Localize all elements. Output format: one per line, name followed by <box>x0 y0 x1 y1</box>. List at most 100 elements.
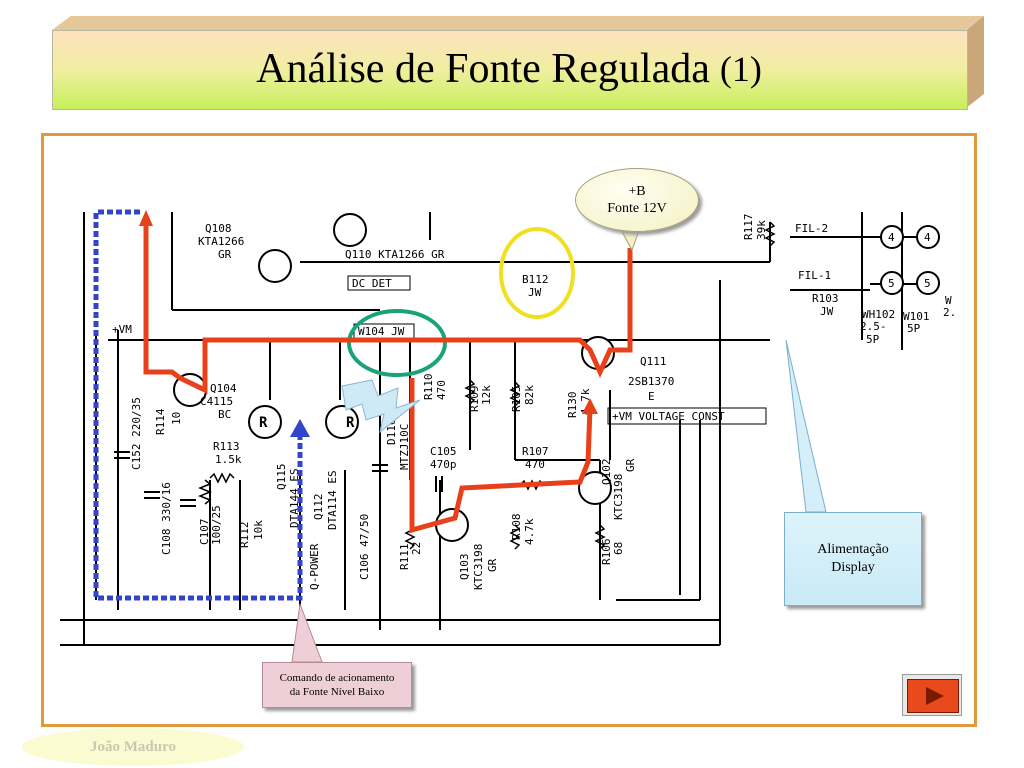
label-q110: Q110 KTA1266 GR <box>345 248 445 261</box>
label-q103: Q103 <box>458 554 471 581</box>
label-r-letter-2: R <box>346 415 355 431</box>
next-slide-button[interactable] <box>902 674 962 716</box>
label-r109: R109 <box>468 386 481 413</box>
label-q102: Q102 <box>600 459 613 486</box>
command-callout-pointer <box>291 603 323 663</box>
label-b112: B112 <box>522 273 549 286</box>
label-c107-val: 100/25 <box>210 505 223 545</box>
label-q111-e: E <box>648 390 655 403</box>
label-q103-gr: GR <box>486 558 499 572</box>
regulator-path-red <box>143 218 633 394</box>
display-callout-line1: Alimentação <box>817 542 889 557</box>
label-r103: R103 <box>812 292 839 305</box>
q112-transistor-icon <box>325 405 359 439</box>
label-q112: Q112 <box>312 494 325 521</box>
b-callout-line2: Fonte 12V <box>607 201 667 216</box>
title-bevel-side <box>966 16 984 108</box>
label-q104: Q104 <box>210 382 237 395</box>
next-button-face <box>907 679 959 713</box>
label-r110-val: 470 <box>435 380 448 400</box>
label-q104-bc: BC <box>218 408 231 421</box>
q102-transistor-icon <box>578 471 612 505</box>
regulator-path-red-lower <box>409 378 593 534</box>
label-vm-const: +VM VOLTAGE CONST <box>612 410 725 423</box>
control-path-blue <box>93 209 303 601</box>
label-r106-val: 68 <box>612 542 625 555</box>
label-r111: R111 <box>398 544 411 571</box>
label-dc-det: DC DET <box>352 277 392 290</box>
label-r105: R105 <box>510 386 523 413</box>
label-r108: R108 <box>510 514 523 541</box>
label-d110-type: MTZJ10C <box>398 424 411 470</box>
schematic-frame <box>41 133 977 727</box>
label-r106: R106 <box>600 539 613 566</box>
author-name: João Maduro <box>90 738 176 755</box>
label-r103-jw: JW <box>820 305 834 318</box>
label-w-right: W <box>945 294 952 307</box>
connectors <box>880 225 940 295</box>
display-callout-pointer <box>785 339 827 513</box>
label-q112-type: DTA114 ES <box>326 470 339 530</box>
label-q111: Q111 <box>640 355 667 368</box>
label-r117-val: 39k <box>755 220 768 240</box>
label-w104: W104 JW <box>358 325 405 338</box>
display-callout: Alimentação Display <box>784 512 922 606</box>
b-fonte-callout: +B Fonte 12V <box>575 168 699 232</box>
schematic-labels: Q108 KTA1266 GR Q110 KTA1266 GR DC DET B… <box>112 214 956 591</box>
label-r109-val: 12k <box>480 385 493 405</box>
label-q104-type: C4115 <box>200 395 233 408</box>
label-r114-val: 10 <box>170 412 183 425</box>
label-r111-val: 22 <box>410 542 423 555</box>
transistors <box>173 213 615 542</box>
label-b112-jw: JW <box>528 286 542 299</box>
q110-transistor-icon <box>333 213 367 247</box>
regulator-arrowhead-right-icon <box>582 398 598 414</box>
author-badge: João Maduro <box>22 728 244 766</box>
control-path-arrowhead-icon <box>290 419 310 437</box>
slide-title-text: Análise de Fonte Regulada <box>256 46 710 92</box>
slide-title-number: (1) <box>719 49 762 89</box>
q108-transistor-icon <box>258 249 292 283</box>
transistor-r-letters: R R <box>259 415 355 431</box>
label-conn-4a: 4 <box>888 231 895 244</box>
command-callout-line2: da Fonte Nível Baixo <box>289 686 385 698</box>
b-callout-line1: +B <box>628 184 646 199</box>
label-q102-type: KTC3198 <box>612 474 625 520</box>
w104-highlight-ellipse <box>347 309 447 377</box>
label-r105-val: 82k <box>523 385 536 405</box>
label-q108-type: KTA1266 <box>198 235 244 248</box>
label-q-power: Q-POWER <box>308 543 321 590</box>
command-callout-line1: Comando de acionamento <box>279 672 395 684</box>
label-vm: +VM <box>112 323 132 336</box>
label-q115: Q115 <box>275 464 288 491</box>
label-r108-val: 4.7k <box>523 518 536 545</box>
label-q108: Q108 <box>205 222 232 235</box>
resistors <box>197 221 776 550</box>
display-callout-line2: Display <box>831 560 875 575</box>
label-r112: R112 <box>238 522 251 549</box>
label-c105-val: 470p <box>430 458 457 471</box>
label-w-right2: 2. <box>943 306 956 319</box>
label-conn-4b: 4 <box>924 231 931 244</box>
label-w101: W101 <box>903 310 930 323</box>
slide-title: Análise de Fonte Regulada (1) <box>52 30 966 108</box>
label-r112-val: 10k <box>252 520 265 540</box>
label-r107-val: 470 <box>525 458 545 471</box>
label-wh102-val: 2.5- <box>860 320 887 333</box>
b112-highlight-ellipse <box>499 227 575 319</box>
vm-const-box <box>607 407 767 425</box>
label-c152: C152 220/35 <box>130 397 143 470</box>
label-c107: C107 <box>198 519 211 546</box>
label-r110: R110 <box>422 374 435 401</box>
command-callout: Comando de acionamento da Fonte Nível Ba… <box>262 662 412 708</box>
capacitors <box>114 451 443 507</box>
label-r114: R114 <box>154 408 167 435</box>
label-q103-type: KTC3198 <box>472 544 485 590</box>
label-q108-gr: GR <box>218 248 232 261</box>
label-conn-5a: 5 <box>888 277 895 290</box>
q103-transistor-icon <box>435 508 469 542</box>
label-fil2: FIL-2 <box>795 222 828 235</box>
label-wh102-5p: 5P <box>866 333 880 346</box>
label-r107: R107 <box>522 445 549 458</box>
